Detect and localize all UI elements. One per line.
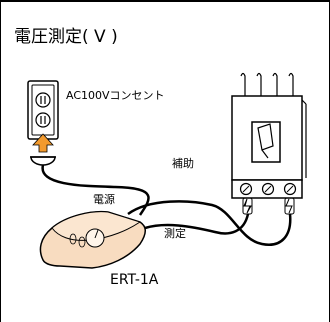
aux-label: 補助 [172, 156, 194, 170]
aux-lead [127, 200, 292, 246]
circuit-breaker [231, 72, 307, 199]
measure-clip-left [242, 197, 253, 215]
diagram-title: 電圧測定( V ) [14, 27, 118, 47]
measure-lead [144, 213, 250, 235]
device-label: ERT-1A [110, 272, 159, 288]
power-label: 電源 [93, 192, 115, 206]
measure-clip-right [284, 197, 295, 215]
plug-arrow-icon [32, 133, 54, 153]
ac-outlet [27, 80, 59, 140]
outlet-label: AC100Vコンセント [66, 89, 165, 102]
power-plug [30, 156, 56, 166]
measure-label: 測定 [164, 226, 186, 240]
power-cord [41, 164, 150, 216]
ert-device [39, 210, 146, 269]
